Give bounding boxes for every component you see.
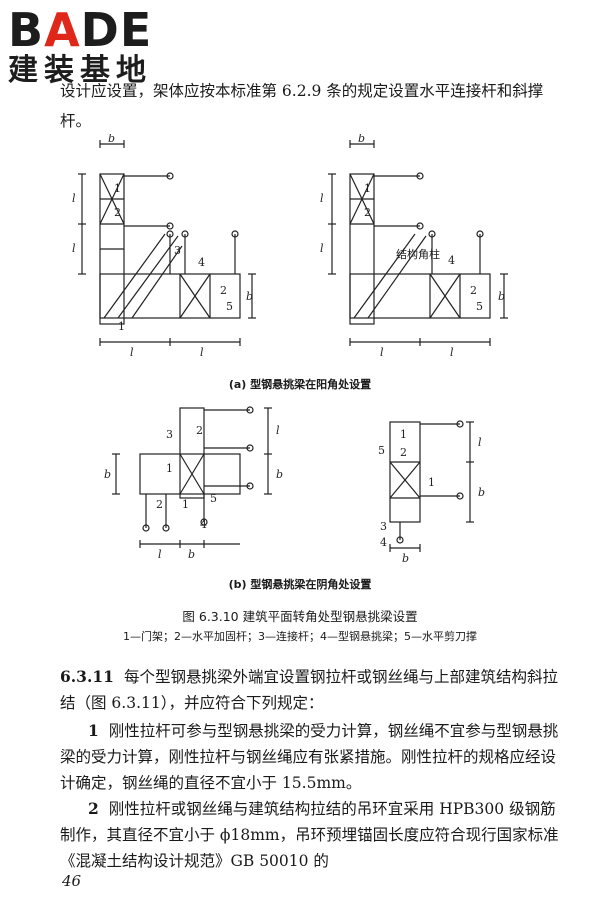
logo-subtitle: 建装基地: [8, 53, 152, 88]
svg-text:b: b: [246, 290, 253, 303]
figure-a-right: b l l l l b 1 2 结构角柱 4 2 5: [300, 134, 520, 374]
figure-title: 图 6.3.10 建筑平面转角处型钢悬挑梁设置: [182, 609, 418, 624]
figure-b-left: b l b l b 3 2 1 1 5 2 4: [100, 398, 300, 568]
svg-text:l: l: [158, 548, 162, 561]
svg-text:5: 5: [378, 444, 385, 457]
figure-a-caption: (a) 型钢悬挑梁在阳角处设置: [228, 378, 372, 391]
svg-text:b: b: [108, 134, 115, 145]
svg-text:l: l: [320, 242, 324, 255]
svg-text:4: 4: [198, 256, 205, 269]
svg-text:1: 1: [428, 476, 435, 489]
svg-text:l: l: [130, 346, 134, 359]
svg-text:3: 3: [166, 428, 173, 441]
svg-text:5: 5: [210, 492, 217, 505]
svg-text:4: 4: [200, 518, 207, 531]
item-number: 2: [88, 799, 99, 818]
svg-text:结构角柱: 结构角柱: [396, 247, 440, 261]
svg-text:1: 1: [182, 498, 189, 511]
svg-text:2: 2: [364, 206, 371, 219]
svg-text:b: b: [276, 468, 283, 481]
logo: BADE 建装基地: [8, 6, 178, 88]
svg-text:4: 4: [380, 536, 387, 549]
intro-paragraph: 设计应设置，架体应按本标准第 6.2.9 条的规定设置水平连接杆和斜撑杆。: [60, 82, 544, 130]
svg-text:l: l: [450, 346, 454, 359]
svg-text:1: 1: [118, 320, 125, 333]
svg-text:2: 2: [114, 206, 121, 219]
svg-text:1: 1: [114, 182, 121, 195]
svg-text:l: l: [380, 346, 384, 359]
svg-text:1: 1: [166, 462, 173, 475]
item-text: 刚性拉杆或钢丝绳与建筑结构拉结的吊环宜采用 HPB300 级钢筋制作，其直径不宜…: [60, 800, 559, 870]
svg-text:5: 5: [226, 300, 233, 313]
svg-text:2: 2: [196, 424, 203, 437]
figure-a-left: b l l l l b 1 2 3 4 2 5 1: [70, 134, 260, 374]
svg-text:b: b: [104, 468, 111, 481]
svg-text:1: 1: [364, 182, 371, 195]
svg-text:l: l: [478, 436, 482, 449]
svg-text:b: b: [188, 548, 195, 561]
svg-text:3: 3: [174, 244, 181, 257]
svg-text:b: b: [402, 552, 409, 565]
item-text: 刚性拉杆可参与型钢悬挑梁的受力计算，钢丝绳不宜参与型钢悬挑梁的受力计算，刚性拉杆…: [60, 722, 559, 792]
svg-text:l: l: [72, 192, 76, 205]
figure-legend: 1—门架；2—水平加固杆；3—连接杆；4—型钢悬挑梁；5—水平剪刀撑: [123, 630, 477, 643]
svg-text:2: 2: [156, 498, 163, 511]
clause-text: 每个型钢悬挑梁外端宜设置钢拉杆或钢丝绳与上部建筑结构斜拉结（图 6.3.11），…: [60, 668, 558, 712]
svg-text:b: b: [478, 486, 485, 499]
svg-text:l: l: [200, 346, 204, 359]
svg-text:5: 5: [476, 300, 483, 313]
svg-text:1: 1: [400, 428, 407, 441]
svg-text:b: b: [358, 134, 365, 145]
svg-text:2: 2: [400, 446, 407, 459]
svg-text:4: 4: [448, 254, 455, 267]
svg-text:2: 2: [470, 284, 477, 297]
figure-b-caption: (b) 型钢悬挑梁在阴角处设置: [228, 578, 372, 591]
item-number: 1: [88, 721, 99, 740]
clause-number: 6.3.11: [60, 667, 114, 686]
svg-text:b: b: [498, 290, 505, 303]
page-number: 46: [62, 872, 82, 890]
svg-text:l: l: [320, 192, 324, 205]
svg-text:3: 3: [380, 520, 387, 533]
figure-b-right: b l b 1 5 2 1 3 4: [350, 398, 510, 568]
svg-text:2: 2: [220, 284, 227, 297]
svg-text:l: l: [276, 424, 280, 437]
svg-text:l: l: [72, 242, 76, 255]
logo-wordmark: BADE: [8, 3, 153, 57]
